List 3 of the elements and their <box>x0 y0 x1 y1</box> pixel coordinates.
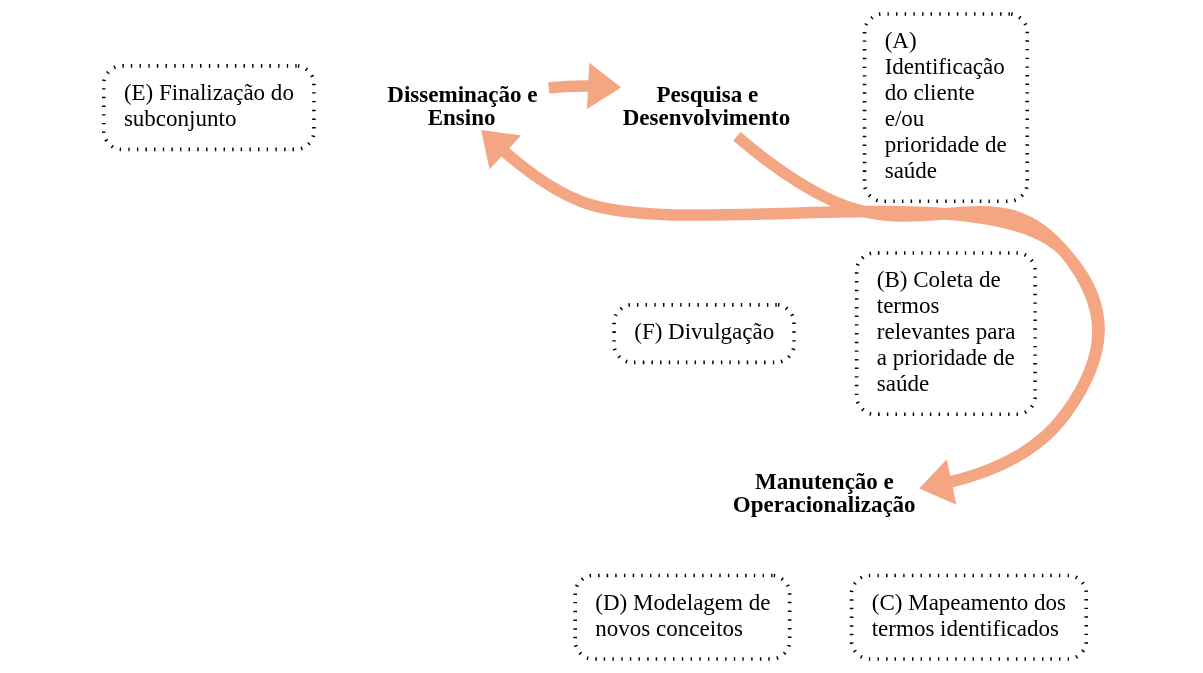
node-text: Pesquisa e Desenvolvimento <box>622 80 791 130</box>
node-text: Manutenção e Operacionalização <box>732 467 916 517</box>
node-text: Disseminação e Ensino <box>387 80 538 130</box>
